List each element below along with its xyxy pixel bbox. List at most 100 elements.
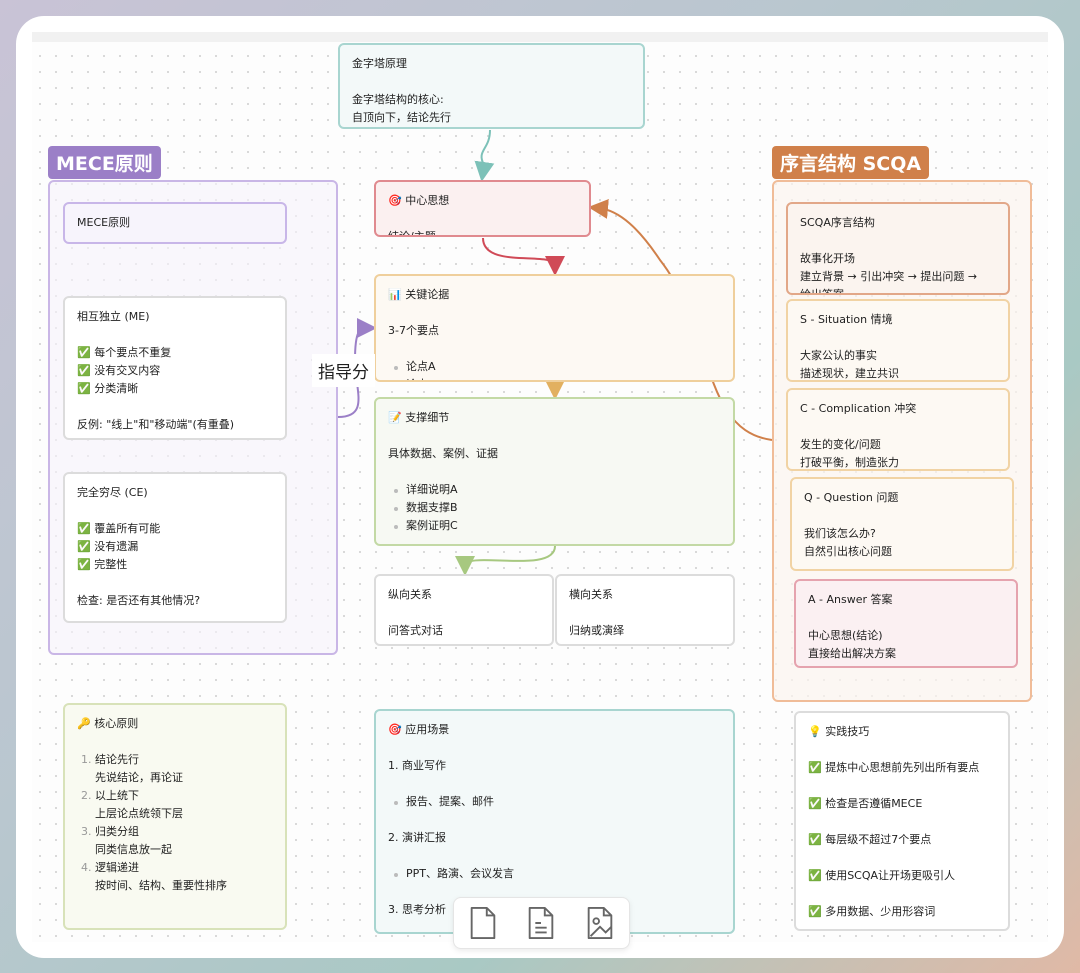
card-title: 完全穷尽 (CE) [77, 486, 148, 499]
card-me[interactable]: 相互独立 (ME) ✅ 每个要点不重复 ✅ 没有交叉内容 ✅ 分类清晰反例: "线上"… [63, 296, 287, 440]
card-line: 检查: 是否还有其他情况? [77, 594, 201, 607]
card-vertical[interactable]: 纵向关系问答式对话 [374, 574, 554, 646]
list-text: 上层论点统领下层 [95, 807, 183, 820]
card-title: 💡 实践技巧 [808, 725, 870, 738]
card-line [388, 775, 721, 793]
card-line: 问答式对话 [388, 624, 443, 637]
card-line: ✅ 使用SCQA让开场更吸引人 [808, 869, 956, 882]
card-line: ✅ 分类清晰 [77, 382, 139, 395]
card-mece-title[interactable]: MECE原则 [63, 202, 287, 244]
card-line: ✅ 每个要点不重复 [77, 346, 172, 359]
card-line: 反例: "线上"和"移动端"(有重叠) [77, 418, 235, 431]
card-line [569, 604, 721, 622]
connector-support-vertical [455, 545, 556, 576]
card-line [77, 326, 273, 344]
card-line: 上层论点统领下层 [77, 805, 273, 823]
list-text: 逻辑递进 [95, 861, 139, 874]
card-ce[interactable]: 完全穷尽 (CE)✅ 覆盖所有可能✅ 没有遗漏✅ 完整性检查: 是否还有其他情况… [63, 472, 287, 623]
card-center[interactable]: 🎯 中心思想结论/主题 [374, 180, 591, 237]
card-situation[interactable]: S - Situation 情境大家公认的事实描述现状，建立共识 [786, 299, 1010, 382]
card-horizontal[interactable]: 横向关系归纳或演绎 [555, 574, 735, 646]
group-label-mece: MECE原则 [48, 146, 161, 179]
card-title: 横向关系 [569, 588, 613, 601]
card-pyramid[interactable]: 金字塔原理金字塔结构的核心:自顶向下，结论先行 [338, 43, 645, 129]
card-line: 自然引出核心问题 [804, 545, 892, 558]
card-line [388, 604, 540, 622]
card-core[interactable]: 🔑 核心原则 1.结论先行先说结论，再论证 2.以上统下上层论点统领下层 3.归类分组… [63, 703, 287, 930]
card-answer[interactable]: A - Answer 答案中心思想(结论)直接给出解决方案 [794, 579, 1018, 668]
card-title: Q - Question 问题 [804, 491, 899, 504]
list-number: 2. [81, 789, 92, 802]
card-line: 给出答案 [800, 288, 844, 295]
text-document-icon[interactable] [524, 903, 558, 943]
card-line: 1.结论先行 [77, 751, 273, 769]
card-line: 结论/主题 [388, 230, 436, 237]
list-number: 4. [81, 861, 92, 874]
card-line: 数据支撑B [388, 499, 721, 517]
card-complication[interactable]: C - Complication 冲突发生的变化/问题打破平衡，制造张力 [786, 388, 1010, 471]
blank-page-icon[interactable] [466, 903, 500, 943]
card-line [388, 304, 721, 322]
card-line: 大家公认的事实 [800, 349, 877, 362]
image-document-icon[interactable] [583, 903, 617, 943]
canvas-top-bar [32, 32, 1048, 42]
list-number: 1. [81, 753, 92, 766]
connector-center-key [482, 237, 565, 276]
card-line: 具体数据、案例、证据 [388, 447, 498, 460]
card-line: 故事化开场 [800, 252, 855, 265]
card-tips[interactable]: 💡 实践技巧✅ 提炼中心思想前先列出所有要点✅ 检查是否遵循MECE✅ 每层级不… [794, 711, 1010, 931]
card-line: 打破平衡，制造张力 [800, 456, 899, 469]
card-title: 🔑 核心原则 [77, 717, 139, 730]
card-line [804, 507, 1000, 525]
card-line: 自顶向下，结论先行 [352, 111, 451, 124]
card-line: 3-7个要点 [388, 324, 439, 337]
card-line: 2. 演讲汇报 [388, 831, 446, 844]
card-line: ✅ 每层级不超过7个要点 [808, 833, 932, 846]
card-line [808, 813, 996, 831]
card-title: MECE原则 [77, 216, 131, 229]
card-line [77, 733, 273, 751]
card-line: 建立背景 → 引出冲突 → 提出问题 → [800, 270, 978, 283]
card-scqa-title[interactable]: SCQA序言结构故事化开场建立背景 → 引出冲突 → 提出问题 →给出答案 [786, 202, 1010, 295]
card-line: 同类信息放一起 [77, 841, 273, 859]
list-text: 归类分组 [95, 825, 139, 838]
card-line: 2.以上统下 [77, 787, 273, 805]
card-title: C - Complication 冲突 [800, 402, 917, 415]
list-text: 结论先行 [95, 753, 139, 766]
card-title: 相互独立 (ME) [77, 310, 150, 323]
card-line: 发生的变化/问题 [800, 438, 881, 451]
card-line: ✅ 检查是否遵循MECE [808, 797, 923, 810]
card-line [352, 73, 631, 91]
card-line: 我们该怎么办? [804, 527, 876, 540]
card-line: 归纳或演绎 [569, 624, 624, 637]
edge-label-guide: 指导分 [312, 354, 375, 387]
card-line: 描述现状，建立共识 [800, 367, 899, 380]
list-text: 先说结论，再论证 [95, 771, 183, 784]
card-line [388, 847, 721, 865]
card-title: 📝 支撑细节 [388, 411, 450, 424]
card-line: ✅ 完整性 [77, 558, 128, 571]
card-line [388, 340, 721, 358]
card-question[interactable]: Q - Question 问题我们该怎么办? 自然引出核心问题 [790, 477, 1014, 571]
card-line: ✅ 没有遗漏 [77, 540, 139, 553]
card-line: ✅ 没有交叉内容 [77, 364, 161, 377]
card-line: 3.归类分组 [77, 823, 273, 841]
list-text: 同类信息放一起 [95, 843, 172, 856]
card-line: 案例证明C [388, 517, 721, 535]
card-line: 3. 思考分析 [388, 903, 446, 916]
card-line: PPT、路演、会议发言 [388, 865, 721, 883]
card-title: A - Answer 答案 [808, 593, 893, 606]
card-title: 🎯 中心思想 [388, 194, 450, 207]
card-line [77, 398, 273, 416]
card-line: 金字塔结构的核心: [352, 93, 444, 106]
card-line: 直接给出解决方案 [808, 647, 896, 660]
card-line [808, 609, 1004, 627]
list-text: 按时间、结构、重要性排序 [95, 879, 227, 892]
card-title: 🎯 应用场景 [388, 723, 450, 736]
card-line [800, 329, 996, 347]
card-line: 先说结论，再论证 [77, 769, 273, 787]
card-line [388, 427, 721, 445]
